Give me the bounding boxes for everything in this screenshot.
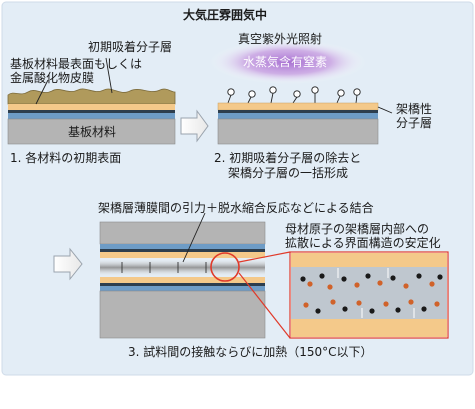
lower-crosslink-layer [100, 277, 265, 283]
label-diffusion-line2: 拡散による界面構造の安定化 [285, 236, 441, 250]
label-adsorbed-layer: 初期吸着分子層 [88, 40, 173, 54]
label-crosslink-line2: 分子層 [396, 116, 433, 130]
inset-bottom-orange [291, 319, 447, 337]
caption-step2-line2: 架橋分子層の一括形成 [228, 166, 349, 180]
upper-dark-film [100, 249, 265, 252]
dark-film [218, 110, 378, 113]
label-substrate: 基板材料 [68, 125, 117, 139]
leader-line-surface [35, 79, 49, 105]
label-crosslink-line1: 架橋性 [396, 102, 433, 116]
leader-line-bonding [182, 212, 206, 263]
blue-film [218, 113, 378, 119]
upper-blue-film [100, 244, 265, 249]
interface-arrows [121, 262, 207, 273]
zoom-line-top [238, 251, 291, 263]
diagram-title: 大気圧雰囲気中 [183, 8, 268, 22]
blue-film [8, 113, 175, 119]
right-arrow-icon [180, 109, 209, 143]
caption-step2-line1: 2. 初期吸着分子層の除去と [214, 151, 362, 165]
lower-dark-film [100, 283, 265, 286]
caption-step3: 3. 試料間の接触ならびに加熱（150°C以下） [128, 345, 373, 359]
upper-substrate [99, 221, 266, 245]
leader-line-adsorbed [105, 57, 113, 94]
zoom-inset [289, 251, 449, 339]
zoom-line-bottom [238, 272, 291, 339]
lower-blue-film [100, 286, 265, 291]
inset-arrows [337, 268, 415, 318]
label-diffusion-line1: 母材原子の架橋層内部への [285, 222, 430, 236]
label-water-vapor-nitrogen: 水蒸気含有窒素 [243, 55, 328, 69]
orange-layer [8, 104, 175, 110]
uv-gas-glow [210, 40, 366, 84]
label-bonding: 架橋層薄膜間の引力＋脱水縮合反応などによる結合 [98, 201, 374, 215]
molecule-pin-icon [227, 86, 361, 104]
lower-substrate [99, 290, 266, 339]
bottom-margin [2, 376, 473, 407]
inset-top-orange [291, 253, 447, 267]
panel-uv-crosslink [210, 40, 393, 145]
substrate-block [7, 118, 176, 145]
diffusing-atom-icon [300, 273, 443, 314]
label-surface-line1: 基板材料最表面もしくは [10, 57, 143, 71]
caption-step1: 1. 各材料の初期表面 [10, 151, 122, 165]
crosslink-layer [217, 102, 379, 111]
right-arrow-icon [53, 247, 83, 281]
interface-gap [100, 258, 265, 277]
dark-film [8, 110, 175, 113]
magnifier-circle-icon [210, 252, 240, 282]
leader-line-crosslink [377, 106, 393, 114]
upper-crosslink-layer [100, 252, 265, 258]
label-uv-irradiation: 真空紫外光照射 [238, 32, 323, 46]
adsorbed-layer [7, 88, 176, 105]
label-surface-line2: 金属酸化物皮膜 [10, 71, 95, 85]
panel-initial-surface [7, 57, 176, 145]
panel-bonding [53, 212, 449, 339]
substrate-block [217, 118, 379, 145]
